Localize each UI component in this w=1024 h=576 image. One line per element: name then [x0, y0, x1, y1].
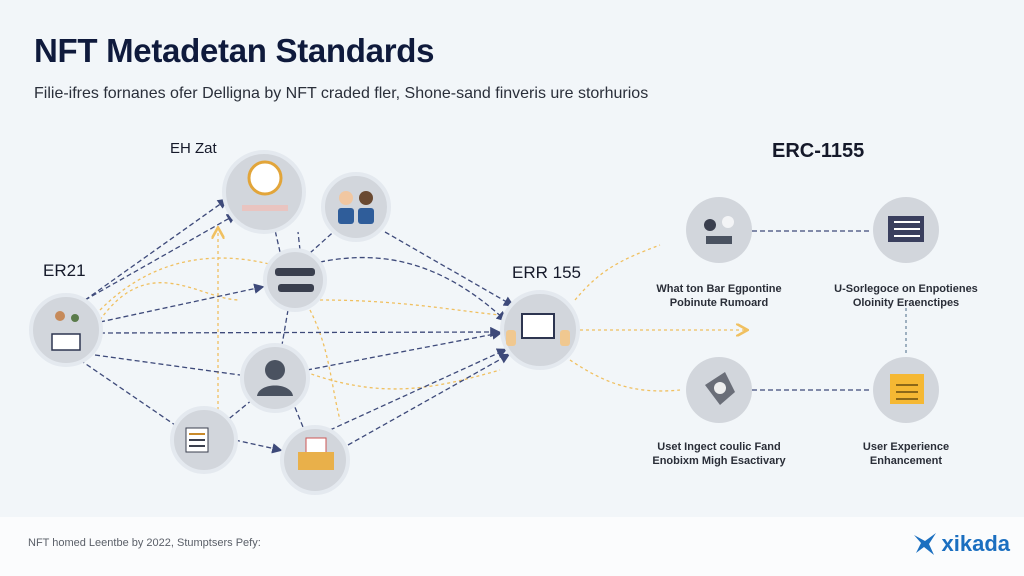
node-person[interactable] [240, 343, 310, 413]
node-er21[interactable] [29, 293, 103, 367]
label-top: EH Zat [170, 140, 217, 157]
label-err155: ERR 155 [512, 263, 581, 282]
network-diagram [29, 150, 939, 495]
star-burst-icon [913, 533, 936, 555]
node-top[interactable] [222, 150, 306, 234]
node-people[interactable] [321, 172, 391, 242]
logo-text: xikada [941, 531, 1011, 556]
node-impact[interactable] [686, 357, 752, 423]
brand-logo[interactable]: xikada [912, 531, 1011, 557]
dark-links [70, 198, 872, 454]
node-experience-list[interactable] [873, 197, 939, 263]
page-title: NFT Metadetan Standards [34, 32, 435, 69]
gold-links [99, 230, 745, 421]
node-err155[interactable] [500, 290, 580, 370]
label-er21: ER21 [43, 261, 86, 280]
footer-text: NFT homed Leentbe by 2022, Stumptsers Pe… [28, 537, 261, 549]
footer: NFT homed Leentbe by 2022, Stumptsers Pe… [0, 517, 1024, 576]
label-erc1155: ERC-1155 [772, 140, 865, 162]
node-chain[interactable] [263, 248, 327, 312]
node-folder[interactable] [873, 357, 939, 423]
node-list[interactable] [170, 406, 238, 474]
node-ecosystem[interactable] [686, 197, 752, 263]
node-envelope[interactable] [280, 425, 350, 495]
page-subtitle: Filie-ifres fornanes ofer Delligna by NF… [34, 85, 649, 102]
